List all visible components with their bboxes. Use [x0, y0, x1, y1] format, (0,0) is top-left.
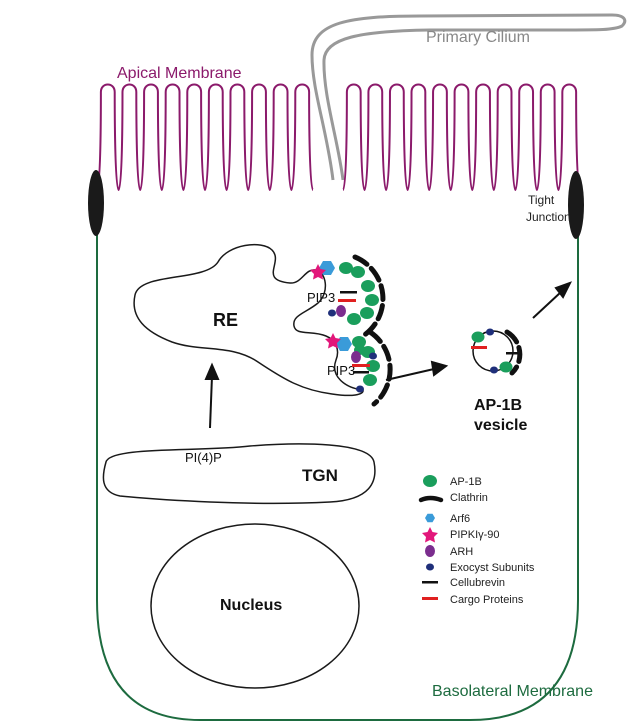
apical-membrane [96, 83, 581, 192]
exocyst-subunit-icon [328, 309, 336, 317]
legend-label-arh: ARH [450, 546, 473, 558]
pipki-gamma-90-icon [310, 264, 326, 280]
pip3-label-bottom: PIP3 [327, 363, 355, 378]
legend-label-arf6: Arf6 [450, 513, 470, 525]
exocyst-subunit-icon [490, 366, 498, 374]
lower-bud-complex [325, 329, 393, 407]
arrow-tgn-to-re [209, 375, 213, 429]
tight-junction-left [88, 170, 104, 236]
ap1b-icon [365, 294, 379, 306]
green-oval-icon [423, 475, 437, 487]
legend-label-pipki: PIPKIγ-90 [450, 529, 500, 541]
vesicle-label-1: AP-1B [474, 397, 522, 414]
ap1b-icon [363, 374, 377, 386]
vesicle-label-2: vesicle [474, 417, 527, 434]
pipki-gamma-90-icon [325, 333, 341, 349]
black-bar-icon [422, 581, 438, 584]
cargo-protein-icon [352, 364, 370, 367]
legend-label-clathrin: Clathrin [450, 492, 488, 504]
primary-cilium [310, 13, 627, 181]
arf6-icon [336, 337, 352, 351]
apical-membrane-label: Apical Membrane [117, 65, 242, 82]
upper-bud-complex [310, 254, 386, 339]
nucleus-label: Nucleus [220, 597, 282, 614]
arrow-re-to-vesicle [385, 368, 435, 381]
legend-label-exocyst: Exocyst Subunits [450, 562, 535, 574]
tight-junction-right [568, 171, 584, 239]
exocyst-subunit-icon [369, 352, 377, 360]
clathrin-coat-vesicle [504, 329, 523, 376]
ap1b-icon [366, 360, 380, 372]
basolateral-membrane-label: Basolateral Membrane [432, 683, 593, 700]
exocyst-subunit-icon [356, 385, 364, 393]
primary-cilium-label: Primary Cilium [426, 29, 530, 46]
pi4p-label: PI(4)P [185, 450, 222, 465]
navy-dot-icon [426, 563, 434, 571]
legend-label-ap1b: AP-1B [450, 476, 482, 488]
arrow-head [430, 360, 449, 377]
tgn-label: TGN [302, 466, 338, 485]
legend-label-cargo: Cargo Proteins [450, 594, 524, 606]
arh-icon [336, 305, 346, 317]
tight-junction-label-1: Tight [528, 193, 555, 207]
blue-hexagon-icon [425, 513, 435, 523]
cargo-protein-icon [338, 299, 356, 302]
pink-star-icon [422, 527, 438, 543]
legend: AP-1B Clathrin Arf6 PIPKIγ-90 ARH Exocys… [418, 475, 535, 606]
ap1b-icon [499, 361, 513, 373]
cellubrevin-icon [340, 291, 357, 294]
trans-golgi-network [102, 443, 376, 505]
pip3-label-top: PIP3 [307, 290, 335, 305]
cellubrevin-icon [506, 352, 522, 355]
exocyst-subunit-icon [486, 328, 494, 336]
red-bar-icon [422, 597, 438, 600]
ap1b-icon [347, 313, 361, 325]
ap1b-icon [361, 280, 375, 292]
cellubrevin-icon [353, 371, 369, 374]
cargo-protein-icon [471, 346, 487, 349]
arrow-head [204, 362, 220, 380]
recycling-endosome [133, 243, 364, 397]
arrow-head [554, 281, 573, 299]
ap1b-icon [471, 331, 485, 343]
black-arc-icon [418, 495, 444, 503]
clathrin-coat-upper [352, 254, 386, 339]
ap1b-icon [339, 262, 353, 274]
ap1b-icon [351, 266, 365, 278]
purple-oval-icon [425, 545, 435, 557]
ap1b-icon [360, 307, 374, 319]
legend-label-cellubrevin: Cellubrevin [450, 577, 505, 589]
ap1b-icon [352, 336, 366, 348]
nucleus [150, 523, 360, 689]
re-label: RE [213, 310, 238, 330]
ap1b-vesicle [471, 328, 523, 376]
arh-icon [351, 351, 361, 363]
arrow-vesicle-to-membrane [532, 291, 562, 319]
basolateral-membrane [96, 230, 579, 721]
tight-junction-label-2: Junction [526, 210, 571, 224]
clathrin-coat-lower [367, 329, 393, 407]
